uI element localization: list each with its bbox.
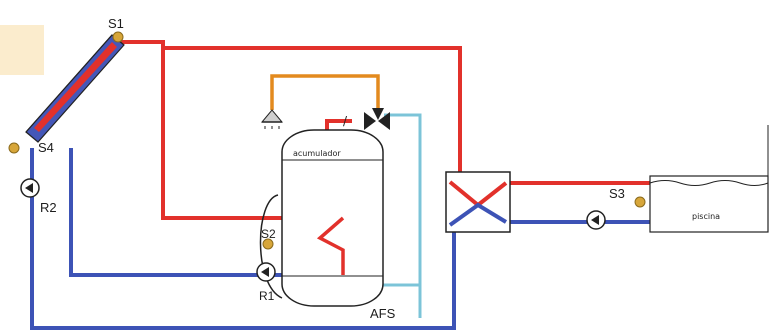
label-s3: S3 [609, 186, 625, 201]
tank-coil [316, 216, 345, 275]
panel-tab [0, 25, 44, 75]
label-r2: R2 [40, 200, 57, 215]
heat-exchanger [445, 171, 511, 233]
pump-pool [586, 210, 606, 230]
label-s2: S2 [261, 227, 276, 241]
sensor-s4-dot [8, 142, 20, 154]
label-s1: S1 [108, 16, 124, 31]
label-r1: R1 [259, 289, 275, 303]
shower-line-pipe [270, 74, 380, 110]
svg-text:/: / [343, 114, 348, 128]
label-s4: S4 [38, 140, 54, 155]
tank-jacket-outline [259, 194, 283, 299]
collector-cold-return-pipe [30, 148, 456, 330]
pump-r1 [256, 262, 276, 282]
shower-head [260, 109, 284, 129]
sensors [8, 31, 646, 250]
sensor-s1-dot [112, 31, 124, 43]
label-afs: AFS [370, 306, 396, 321]
label-tank: acumulador [293, 149, 341, 158]
sensor-s2-dot [262, 238, 274, 250]
pump-r2 [20, 178, 40, 198]
sensor-s3-dot [634, 196, 646, 208]
hot-pipes [116, 40, 652, 220]
cold-water-supply-pipe [384, 113, 422, 318]
label-pool: piscina [692, 212, 720, 221]
pool [649, 125, 769, 233]
solar-collector [25, 34, 125, 143]
storage-tank [281, 129, 384, 307]
three-way-valve: / [343, 108, 390, 130]
coil-to-pump-r1-pipe [69, 148, 345, 277]
